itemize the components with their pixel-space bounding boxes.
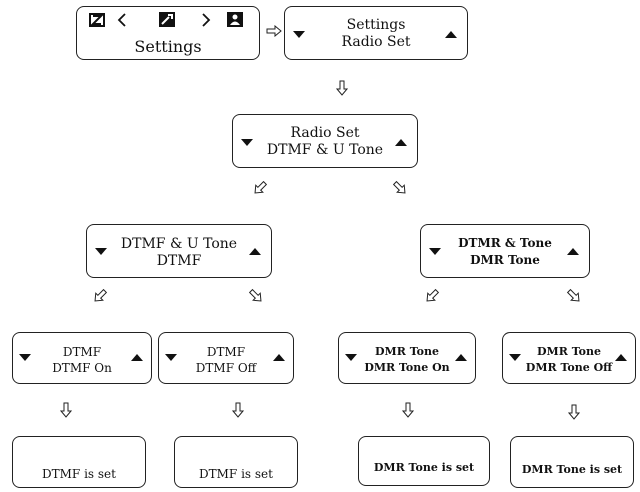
- down-arrow-icon: [241, 139, 253, 146]
- screen-line-1: DMR Tone: [375, 345, 439, 358]
- flow-arrow-down-icon: [568, 404, 580, 420]
- dtmf-set-screen: DTMF is set: [12, 436, 146, 488]
- down-arrow-icon: [345, 354, 357, 361]
- screen-line-1: DTMF & U Tone: [120, 236, 238, 252]
- flow-arrow-right-icon: [266, 25, 282, 37]
- screen-line-2: DTMF On: [52, 361, 112, 375]
- screen-line-2: DMR Tone Off: [525, 361, 613, 374]
- down-arrow-icon: [95, 248, 107, 255]
- down-arrow-icon: [19, 354, 31, 361]
- screen-line-1: DTMF: [206, 345, 246, 359]
- screen-line-2: DTMF & U Tone: [266, 142, 384, 158]
- dtmf-on-screen: DTMF DTMF On: [12, 332, 152, 384]
- up-arrow-icon: [445, 31, 457, 38]
- flow-arrow-down-right-icon: [566, 288, 580, 302]
- down-arrow-icon: [293, 31, 305, 38]
- dtmf-set-screen: DTMF is set: [174, 436, 298, 488]
- screen-line-1: Settings: [346, 17, 406, 33]
- up-arrow-icon: [395, 139, 407, 146]
- top-menu-screen: Settings: [76, 6, 260, 60]
- dmr-tone-set-screen: DMR Tone is set: [358, 436, 490, 486]
- screen-line-2: DMR Tone On: [364, 361, 450, 374]
- flow-arrow-down-icon: [232, 402, 244, 418]
- dtmf-off-screen: DTMF DTMF Off: [158, 332, 294, 384]
- up-arrow-icon: [131, 354, 143, 361]
- up-arrow-icon: [249, 248, 261, 255]
- flow-arrow-down-left-icon: [254, 180, 268, 194]
- screen-line-2: DMR Tone: [470, 253, 540, 267]
- dtmf-u-tone-screen: DTMF & U Tone DTMF: [86, 224, 272, 278]
- screen-line-1: DTMF: [62, 345, 102, 359]
- settings-radio-set-screen: Settings Radio Set: [284, 6, 468, 60]
- screen-line-1: DTMR & Tone: [458, 236, 552, 250]
- confirmation-text: DTMF is set: [42, 467, 116, 481]
- contact-icon: [227, 12, 243, 27]
- chevron-left-icon: [117, 13, 126, 27]
- up-arrow-icon: [567, 248, 579, 255]
- dmr-tone-off-screen: DMR Tone DMR Tone Off: [502, 332, 636, 384]
- flow-arrow-down-icon: [336, 80, 348, 96]
- memo-icon: [89, 13, 105, 27]
- chevron-right-icon: [202, 13, 211, 27]
- wrench-icon: [159, 12, 175, 27]
- flow-arrow-down-right-icon: [392, 180, 406, 194]
- screen-line-1: Radio Set: [290, 125, 360, 141]
- flow-arrow-down-left-icon: [426, 288, 440, 302]
- top-menu-label: Settings: [134, 37, 202, 56]
- flow-arrow-down-icon: [60, 402, 72, 418]
- up-arrow-icon: [615, 354, 627, 361]
- screen-line-1: DMR Tone: [537, 345, 601, 358]
- confirmation-text: DMR Tone is set: [521, 463, 623, 476]
- up-arrow-icon: [273, 354, 285, 361]
- dmr-tone-on-screen: DMR Tone DMR Tone On: [338, 332, 476, 384]
- radio-set-dtmf-screen: Radio Set DTMF & U Tone: [232, 114, 418, 168]
- screen-line-2: DTMF Off: [195, 361, 257, 375]
- flow-arrow-down-right-icon: [248, 288, 262, 302]
- flow-arrow-down-icon: [402, 402, 414, 418]
- dmr-tone-set-screen: DMR Tone is set: [510, 436, 634, 488]
- screen-line-2: Radio Set: [341, 34, 411, 50]
- screen-line-2: DTMF: [156, 253, 202, 269]
- down-arrow-icon: [509, 354, 521, 361]
- confirmation-text: DTMF is set: [199, 467, 273, 481]
- dtmr-tone-screen: DTMR & Tone DMR Tone: [420, 224, 590, 278]
- down-arrow-icon: [429, 248, 441, 255]
- flow-arrow-down-left-icon: [94, 288, 108, 302]
- confirmation-text: DMR Tone is set: [373, 461, 475, 474]
- up-arrow-icon: [455, 354, 467, 361]
- down-arrow-icon: [165, 354, 177, 361]
